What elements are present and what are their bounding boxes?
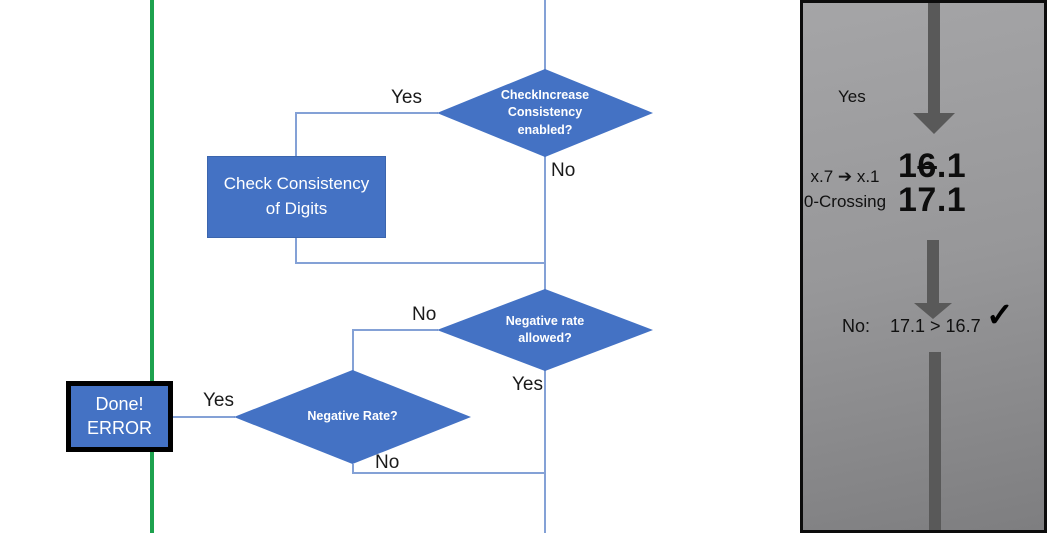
connector-yes-top-horizontal <box>295 112 438 114</box>
connector-process-out-vertical <box>295 236 297 263</box>
panel-crossing-rule: x.7 ➔ x.1 0-Crossing <box>797 164 893 214</box>
connector-no-bottom-horizontal <box>352 472 545 474</box>
edge-label-yes-mid: Yes <box>512 374 543 395</box>
connector-no-bottom-vertical <box>352 464 354 473</box>
connector-no-mid-vertical <box>352 329 354 371</box>
decision-negative-rate: Negative Rate? <box>234 370 471 464</box>
terminal-done-error: Done! ERROR <box>66 381 173 452</box>
terminal-error-line: ERROR <box>86 417 152 438</box>
connector-yes-done-horizontal <box>173 416 235 418</box>
panel-result-label: No: <box>842 316 871 336</box>
green-guideline <box>150 0 154 533</box>
decision-negative-rate-label: Negative Rate? <box>307 409 398 424</box>
edge-label-yes-top: Yes <box>391 87 422 108</box>
check-icon: ✓ <box>986 296 1014 333</box>
edge-label-no-top: No <box>551 160 576 181</box>
crossing-rule-text: x.7 ➔ x.1 <box>810 167 880 186</box>
down-arrow-icon-2 <box>927 240 939 303</box>
connector-main-vertical <box>544 0 546 533</box>
old-value-suffix: .1 <box>936 147 967 185</box>
decision-negative-rate-allowed: Negative rate allowed? <box>437 289 653 371</box>
process-check-consistency-label: Check Consistency of Digits <box>223 174 370 218</box>
edge-label-no-mid: No <box>412 304 437 325</box>
edge-label-no-bottom: No <box>375 452 400 473</box>
panel-comparison: 17.1 > 16.7 <box>890 316 981 336</box>
down-arrow-icon-3 <box>929 352 941 530</box>
decision-negative-rate-allowed-label: Negative rate allowed? <box>505 313 585 346</box>
terminal-done-line: Done! <box>95 394 144 415</box>
new-value: 17.1 <box>898 181 967 219</box>
decision-checkincrease-consistency: CheckIncrease Consistency enabled? <box>437 69 653 157</box>
gray-side-panel: Yes x.7 ➔ x.1 0-Crossing 16.1 17.1 No: 1… <box>800 0 1047 533</box>
process-check-consistency: Check Consistency of Digits <box>207 156 386 238</box>
decision-checkincrease-label: CheckIncrease Consistency enabled? <box>500 87 590 137</box>
down-arrow-head-icon-1 <box>913 113 955 134</box>
down-arrow-icon-1 <box>928 3 940 113</box>
old-value-prefix: 1 <box>898 147 918 185</box>
crossing-label-text: 0-Crossing <box>803 192 887 211</box>
old-value: 16.1 <box>898 149 966 183</box>
panel-yes-label: Yes <box>838 87 866 106</box>
panel-values: 16.1 17.1 <box>898 149 966 217</box>
connector-no-mid-horizontal <box>352 329 438 331</box>
connector-yes-top-vertical <box>295 112 297 157</box>
connector-process-out-horizontal <box>295 262 545 264</box>
edge-label-yes-done: Yes <box>203 390 234 411</box>
old-value-struck-digit: 6 <box>917 147 937 185</box>
